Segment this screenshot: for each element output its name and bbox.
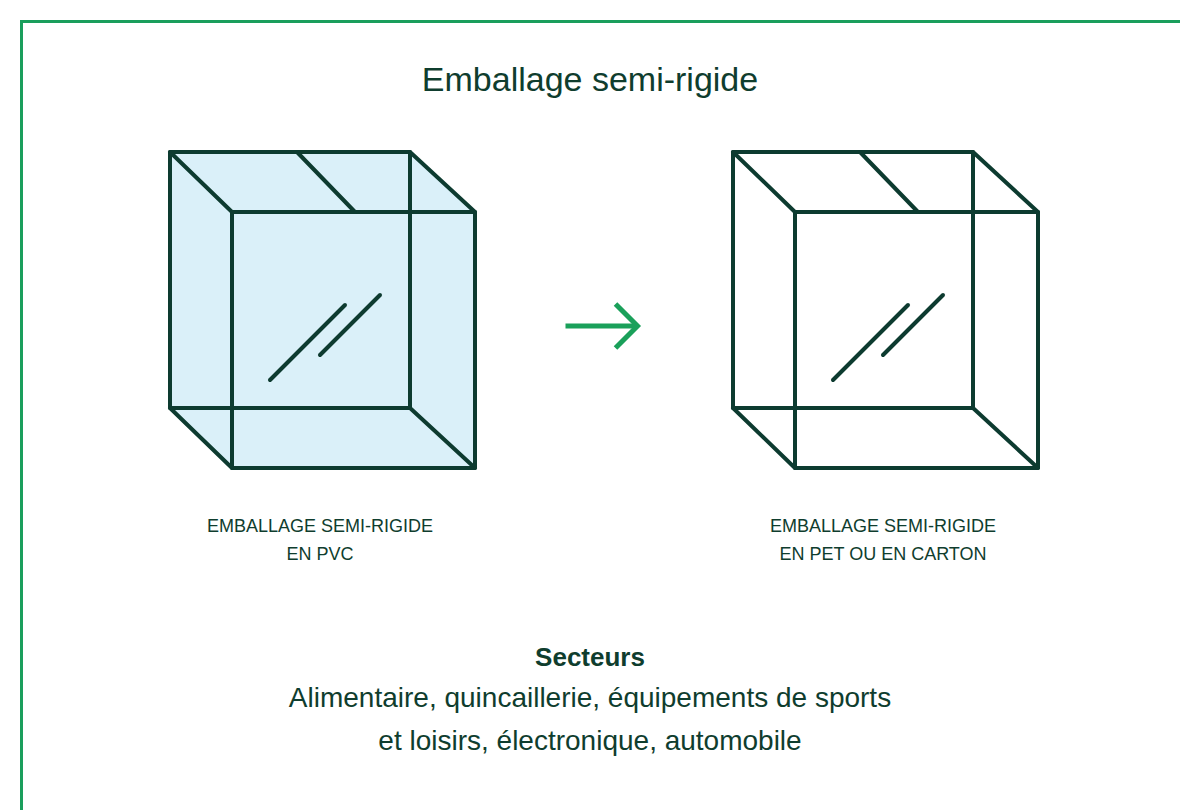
packaging-item: EMBALLAGE SEMI-RIGIDE EN PVC <box>150 140 490 580</box>
cube-illustration <box>150 140 490 480</box>
item-label: EMBALLAGE SEMI-RIGIDE EN PVC <box>200 512 440 568</box>
packaging-item: EMBALLAGE SEMI-RIGIDE EN PET OU EN CARTO… <box>713 140 1053 580</box>
cube-illustration <box>713 140 1053 480</box>
title: Emballage semi-rigide <box>0 58 1180 100</box>
section-heading: Secteurs <box>0 640 1180 674</box>
item-label: EMBALLAGE SEMI-RIGIDE EN PET OU EN CARTO… <box>763 512 1003 568</box>
arrow-connector <box>566 304 638 348</box>
sector-list: Alimentaire, quincaillerie, équipements … <box>283 676 898 762</box>
